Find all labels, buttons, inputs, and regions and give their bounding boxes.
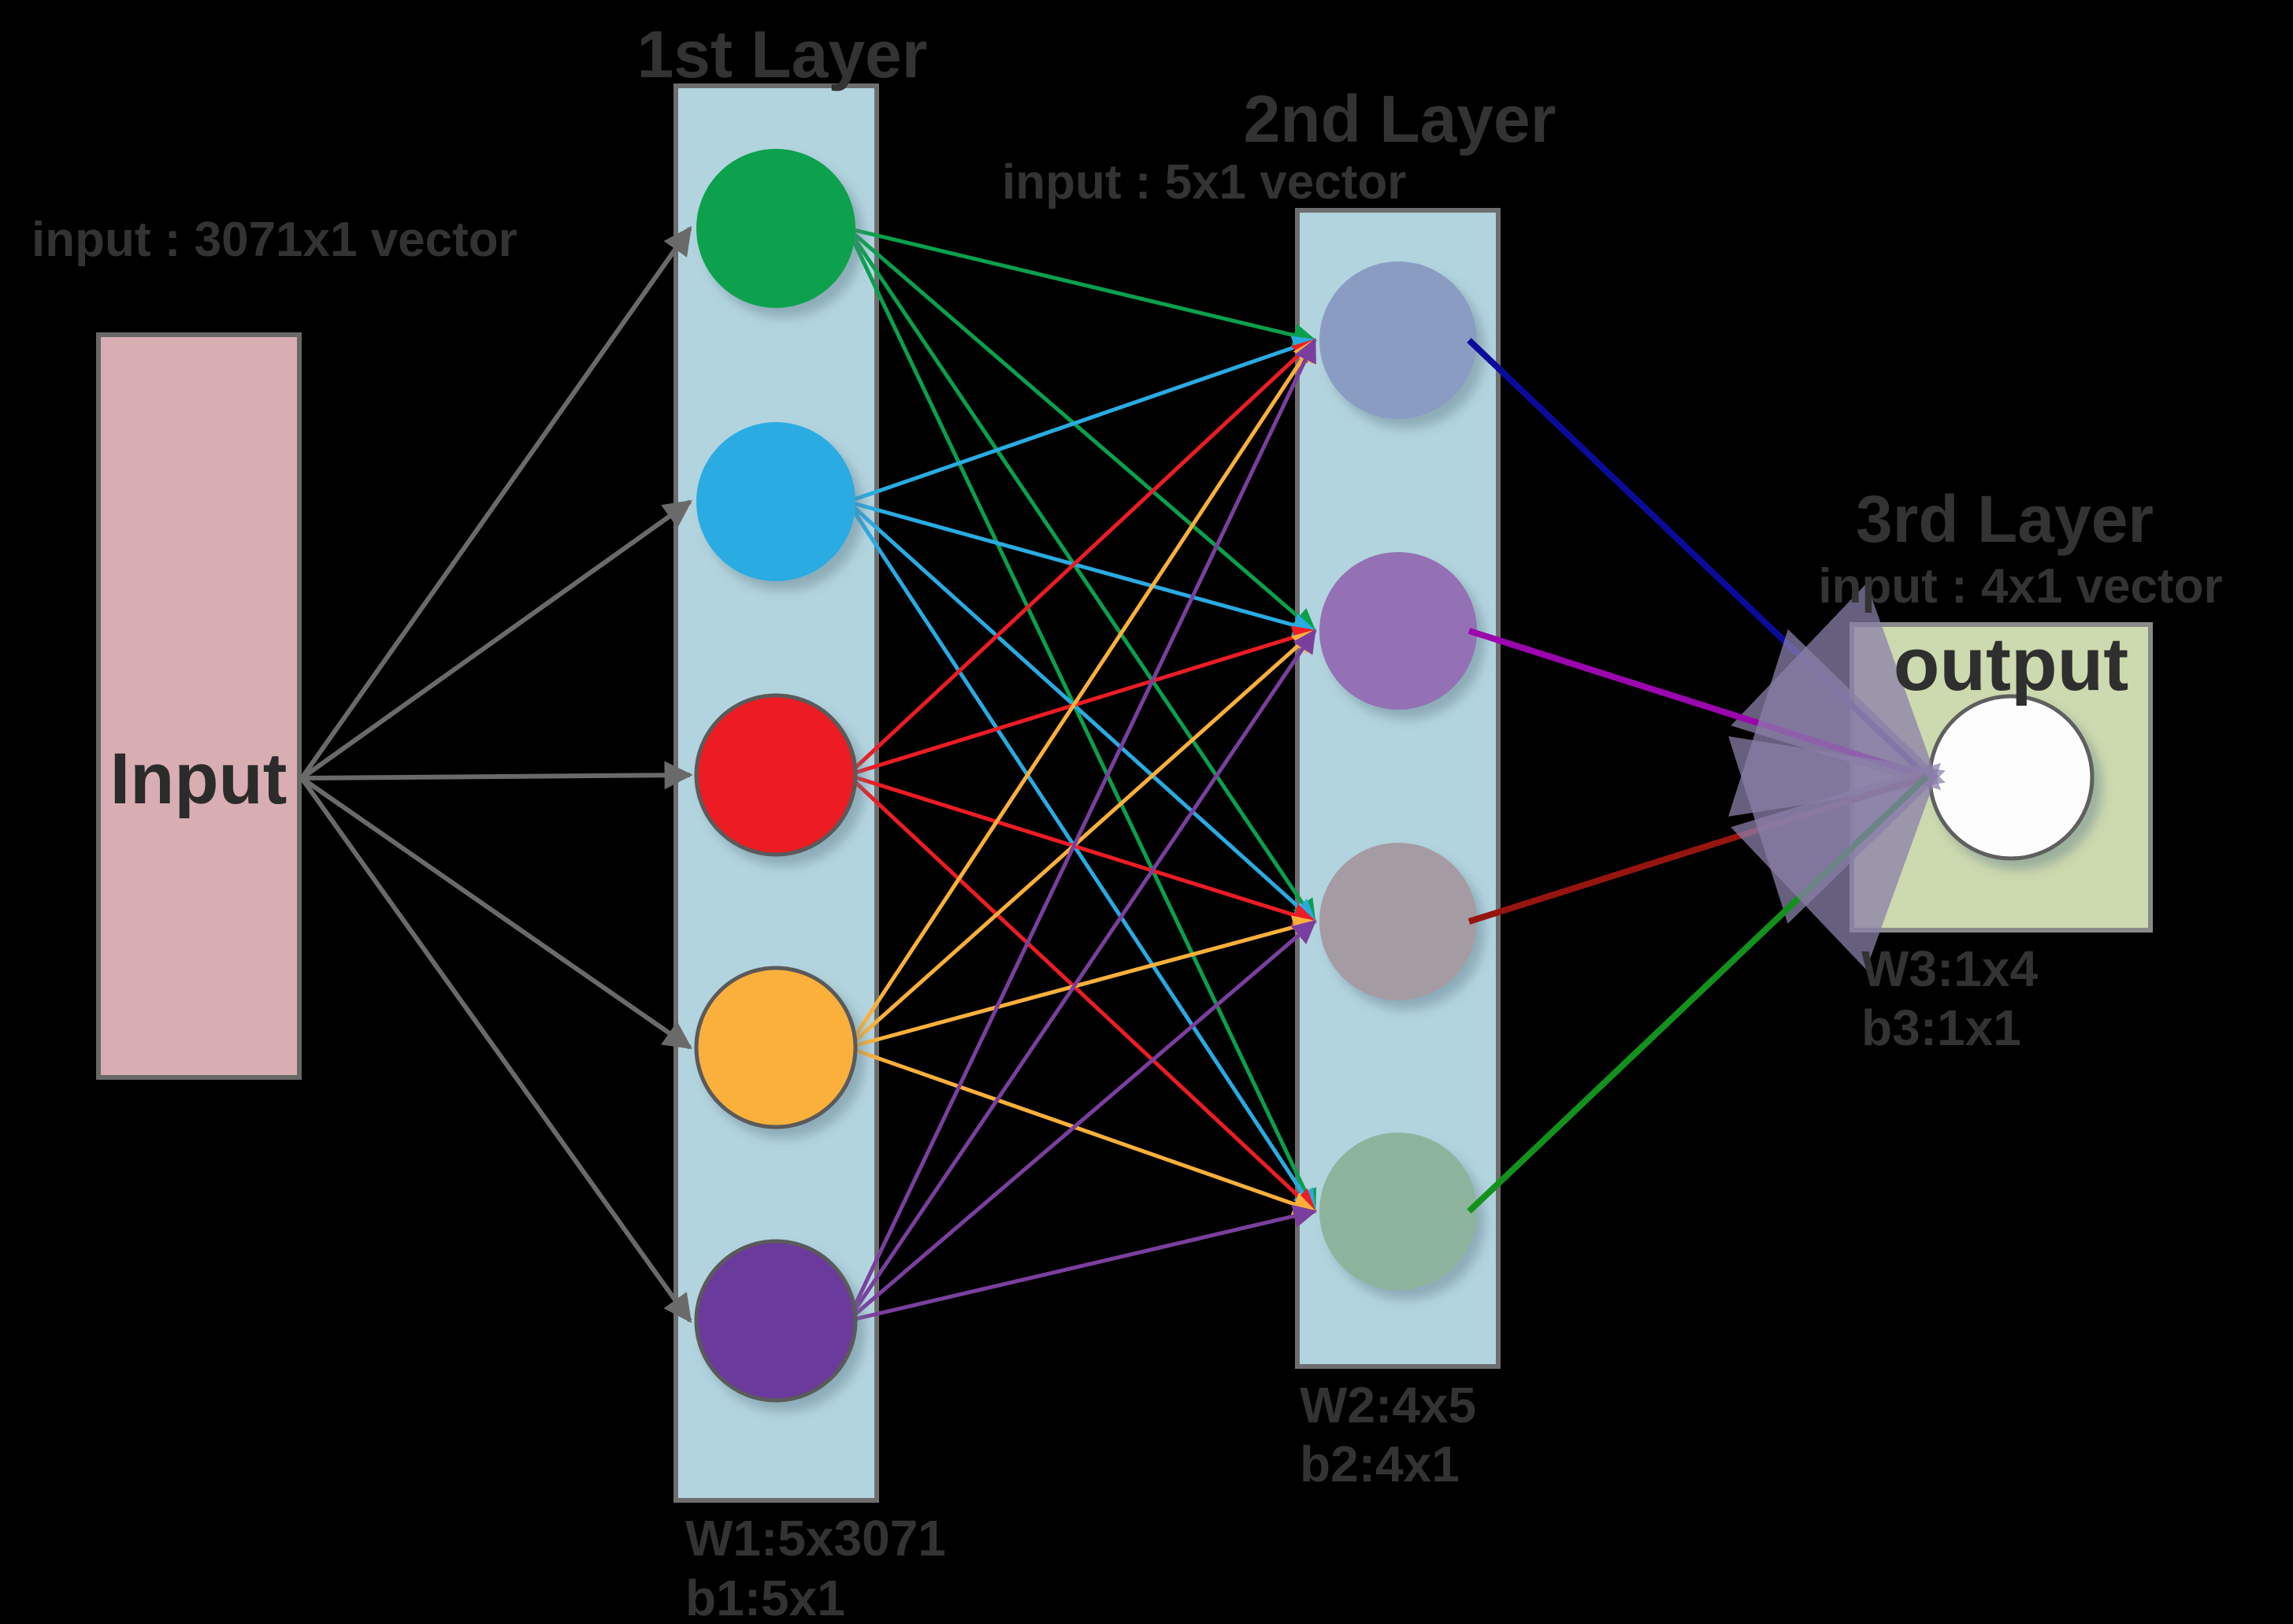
layer1-bias-label: b1:5x1 — [685, 1570, 845, 1624]
layer2-weights-label: W2:4x5 — [1300, 1377, 1476, 1433]
layer3-bias-label: b3:1x1 — [1861, 999, 2021, 1056]
w1-arrow-green-to-muted-purple — [846, 227, 1317, 632]
input-block-label: Input — [110, 739, 288, 819]
layer1-neuron-yellow — [694, 966, 858, 1129]
w1-arrow-blue-to-gray-mauve — [846, 500, 1317, 924]
w1-arrow-purple-to-slate-blue — [845, 338, 1317, 1322]
w1-arrow-yellow-to-muted-purple — [846, 629, 1317, 1049]
w1-arrow-blue-to-muted-purple — [847, 499, 1317, 637]
w1-arrow-green-to-gray-mauve — [845, 227, 1317, 924]
w1-arrow-yellow-to-slate-blue — [845, 338, 1317, 1049]
w1-arrow-yellow-to-sage-green — [847, 1045, 1317, 1216]
layer2-title: 2nd Layer — [1244, 82, 1556, 156]
w1-arrow-red-to-gray-mauve — [847, 773, 1317, 927]
w1-arrow-purple-to-gray-mauve — [846, 920, 1317, 1322]
input-vector-label: input : 3071x1 vector — [32, 213, 518, 267]
w1-arrow-blue-to-sage-green — [845, 500, 1317, 1214]
w1-arrow-red-to-muted-purple — [847, 625, 1317, 777]
input-to-red-arrow — [301, 761, 693, 790]
w1-arrow-green-to-sage-green — [845, 227, 1317, 1214]
w1-arrow-red-to-sage-green — [846, 773, 1317, 1214]
diagram-graphics — [96, 83, 2153, 1503]
w3-arrow-sage-green-to-output — [1467, 762, 1942, 1214]
layer3-neuron-output — [1928, 694, 2094, 861]
w1-arrow-purple-to-sage-green — [847, 1204, 1317, 1323]
layer1-neuron-purple — [694, 1239, 858, 1403]
layer1-weights-label: W1:5x3071 — [685, 1510, 946, 1567]
w1-arrow-yellow-to-gray-mauve — [847, 915, 1317, 1050]
input-to-purple-arrow — [299, 777, 692, 1323]
w1-arrow-red-to-slate-blue — [846, 338, 1317, 777]
layer1-title: 1st Layer — [637, 17, 928, 91]
layer3-title: 3rd Layer — [1856, 482, 2154, 556]
diagram-labels: 1st Layer 2nd Layer 3rd Layer input : 30… — [32, 17, 2223, 1624]
layer1-neuron-red — [694, 693, 858, 857]
layer2-neuron-muted-purple — [1319, 552, 1477, 710]
input-block — [96, 332, 302, 1080]
layer2-neuron-slate-blue — [1319, 261, 1477, 419]
w3-arrow-slate-blue-to-output — [1467, 338, 1942, 791]
input-to-yellow-arrow — [300, 776, 692, 1050]
layer1-neuron-green — [696, 149, 855, 308]
layer2-bias-label: b2:4x1 — [1300, 1436, 1460, 1492]
layer2-neuron-sage-green — [1319, 1133, 1477, 1290]
w1-arrow-blue-to-slate-blue — [847, 336, 1317, 504]
w1-arrow-green-to-slate-blue — [847, 226, 1317, 347]
layer3-vector-label: input : 4x1 vector — [1818, 559, 2222, 614]
layer1-neuron-blue — [696, 422, 855, 581]
input-to-green-arrow — [299, 226, 692, 780]
w1-arrow-purple-to-muted-purple — [845, 628, 1317, 1322]
layer3-weights-label: W3:1x4 — [1861, 940, 2039, 997]
layer2-neuron-gray-mauve — [1319, 843, 1477, 1000]
input-to-blue-arrow — [300, 499, 692, 780]
output-label: output — [1894, 622, 2129, 706]
layer2-vector-label: input : 5x1 vector — [1002, 155, 1406, 209]
